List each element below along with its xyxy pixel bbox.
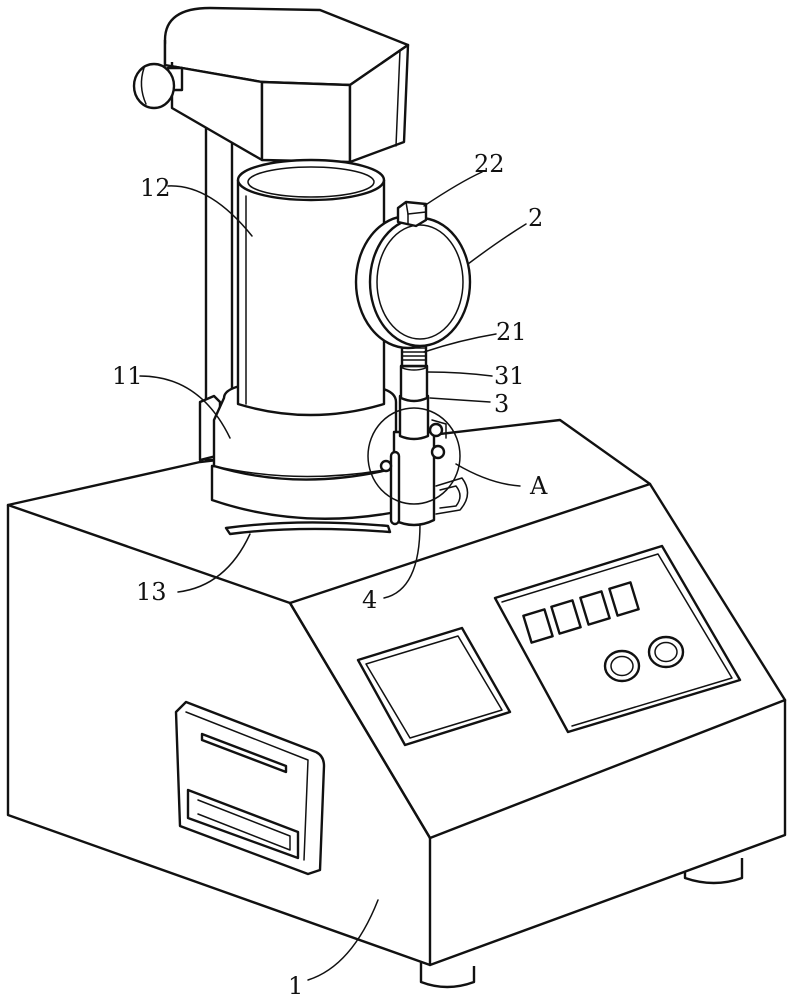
screen-inner — [365, 635, 503, 739]
leader-11 — [139, 375, 231, 439]
cylinder-top-inner — [247, 166, 375, 198]
leader-3 — [429, 397, 491, 403]
label-11: 11 — [112, 362, 143, 390]
label-4: 4 — [362, 586, 377, 614]
groove-13 — [224, 521, 392, 536]
sleeve-slot — [389, 450, 401, 526]
cylinder-body — [236, 180, 386, 417]
leader-12 — [167, 185, 253, 237]
leader-A — [455, 463, 521, 487]
spring-21 — [400, 342, 428, 368]
leader-21 — [423, 333, 497, 353]
label-12: 12 — [140, 174, 171, 202]
label-21: 21 — [496, 318, 527, 346]
panel-top-edge — [288, 482, 652, 605]
leader-4 — [383, 523, 421, 599]
leader-1 — [307, 899, 379, 981]
head-front-face — [260, 80, 352, 164]
control-panel-outline — [493, 544, 742, 734]
label-22: 22 — [474, 150, 505, 178]
head-right-face — [348, 43, 410, 164]
screw-left — [379, 459, 393, 473]
knob-right — [647, 635, 685, 669]
dial-gauge-2 — [354, 200, 472, 350]
dial-inner — [376, 224, 464, 340]
label-3: 3 — [494, 390, 509, 418]
platform-rim — [213, 465, 397, 478]
upper-head — [163, 6, 410, 164]
leader-22 — [423, 171, 483, 207]
display-screen — [356, 626, 512, 747]
head-edge-line — [395, 49, 401, 147]
dial-face — [368, 216, 472, 348]
foot-right — [683, 858, 744, 885]
printer-slot — [174, 700, 326, 876]
cylinder-top-rim — [236, 158, 386, 202]
printer-tray-inner — [197, 799, 291, 851]
lower-bracket — [435, 477, 469, 515]
display-digit-3 — [579, 590, 611, 626]
display-digit-2 — [550, 599, 582, 635]
printer-tray — [186, 788, 300, 860]
part-labels: 22 2 12 21 31 11 3 A 13 4 1 — [112, 150, 548, 1000]
rod-3 — [398, 394, 430, 441]
control-panel-inner — [501, 553, 733, 727]
rod-31 — [399, 364, 429, 403]
screw-upper — [428, 422, 444, 438]
leader-13 — [177, 533, 251, 593]
leader-31 — [427, 371, 493, 377]
knob-left — [603, 649, 641, 683]
label-31: 31 — [494, 362, 525, 390]
cylinder-12 — [236, 158, 386, 417]
head-knob — [132, 62, 184, 110]
rod-assembly — [379, 342, 447, 527]
printer-paper-slot — [200, 732, 288, 774]
label-2: 2 — [528, 204, 543, 232]
leader-lines — [139, 171, 527, 981]
display-digit-1 — [522, 608, 554, 644]
screw-lower — [430, 444, 446, 460]
control-panel — [493, 544, 742, 734]
display-digit-4 — [608, 581, 640, 617]
label-1: 1 — [288, 972, 303, 1000]
label-A: A — [529, 472, 548, 500]
foot-front — [419, 962, 476, 989]
detail-circle-A — [367, 407, 461, 505]
cabinet-vertical-edge-left — [288, 601, 432, 840]
printer-inner — [185, 711, 309, 861]
leader-2 — [467, 223, 527, 265]
label-13: 13 — [136, 578, 167, 606]
